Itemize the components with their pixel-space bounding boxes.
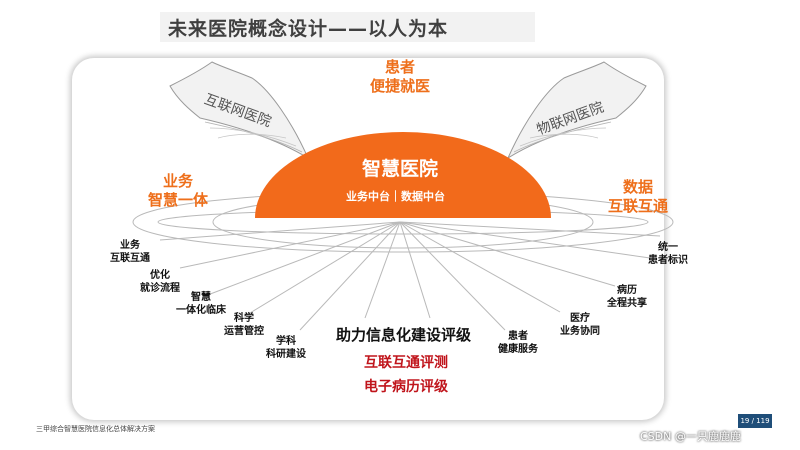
left-label-business: 业务 智慧一体 bbox=[147, 172, 208, 209]
left-item-4: 科学运营管控 bbox=[224, 313, 264, 337]
slide-title: 未来医院概念设计——以人为本 bbox=[168, 18, 449, 40]
dome-subtitle: 业务中台｜数据中台 bbox=[346, 190, 445, 203]
slide-footer: 三甲综合智慧医院信息化总体解决方案 bbox=[36, 425, 155, 433]
right-wing bbox=[506, 61, 647, 160]
smart-hospital-dome bbox=[255, 132, 551, 218]
ray-lines bbox=[159, 221, 661, 331]
right-label-data: 数据 互联互通 bbox=[607, 178, 668, 215]
left-wing bbox=[169, 61, 310, 160]
main-heading-rating: 助力信息化建设评级 bbox=[336, 326, 472, 344]
emr-rating: 电子病历评级 bbox=[364, 379, 448, 395]
left-item-1: 业务互联互通 bbox=[110, 240, 150, 264]
left-item-2: 优化就诊流程 bbox=[140, 270, 180, 294]
interop-evaluation: 互联互通评测 bbox=[364, 355, 448, 371]
right-item-2: 病历全程共享 bbox=[607, 285, 647, 309]
page-number-badge: 19 / 119 bbox=[738, 414, 772, 428]
dome-title: 智慧医院 bbox=[362, 158, 439, 180]
top-label-patient: 患者 便捷就医 bbox=[369, 58, 430, 95]
left-item-3: 智慧一体化临床 bbox=[176, 292, 226, 316]
title-bar-background bbox=[160, 12, 535, 42]
right-item-3: 医疗业务协同 bbox=[560, 313, 600, 337]
right-item-1: 统一患者标识 bbox=[648, 242, 688, 266]
watermark: CSDN @一只鹿鹿鹿 bbox=[640, 430, 741, 443]
left-item-5: 学科科研建设 bbox=[266, 336, 306, 360]
right-item-4: 患者健康服务 bbox=[498, 331, 538, 355]
